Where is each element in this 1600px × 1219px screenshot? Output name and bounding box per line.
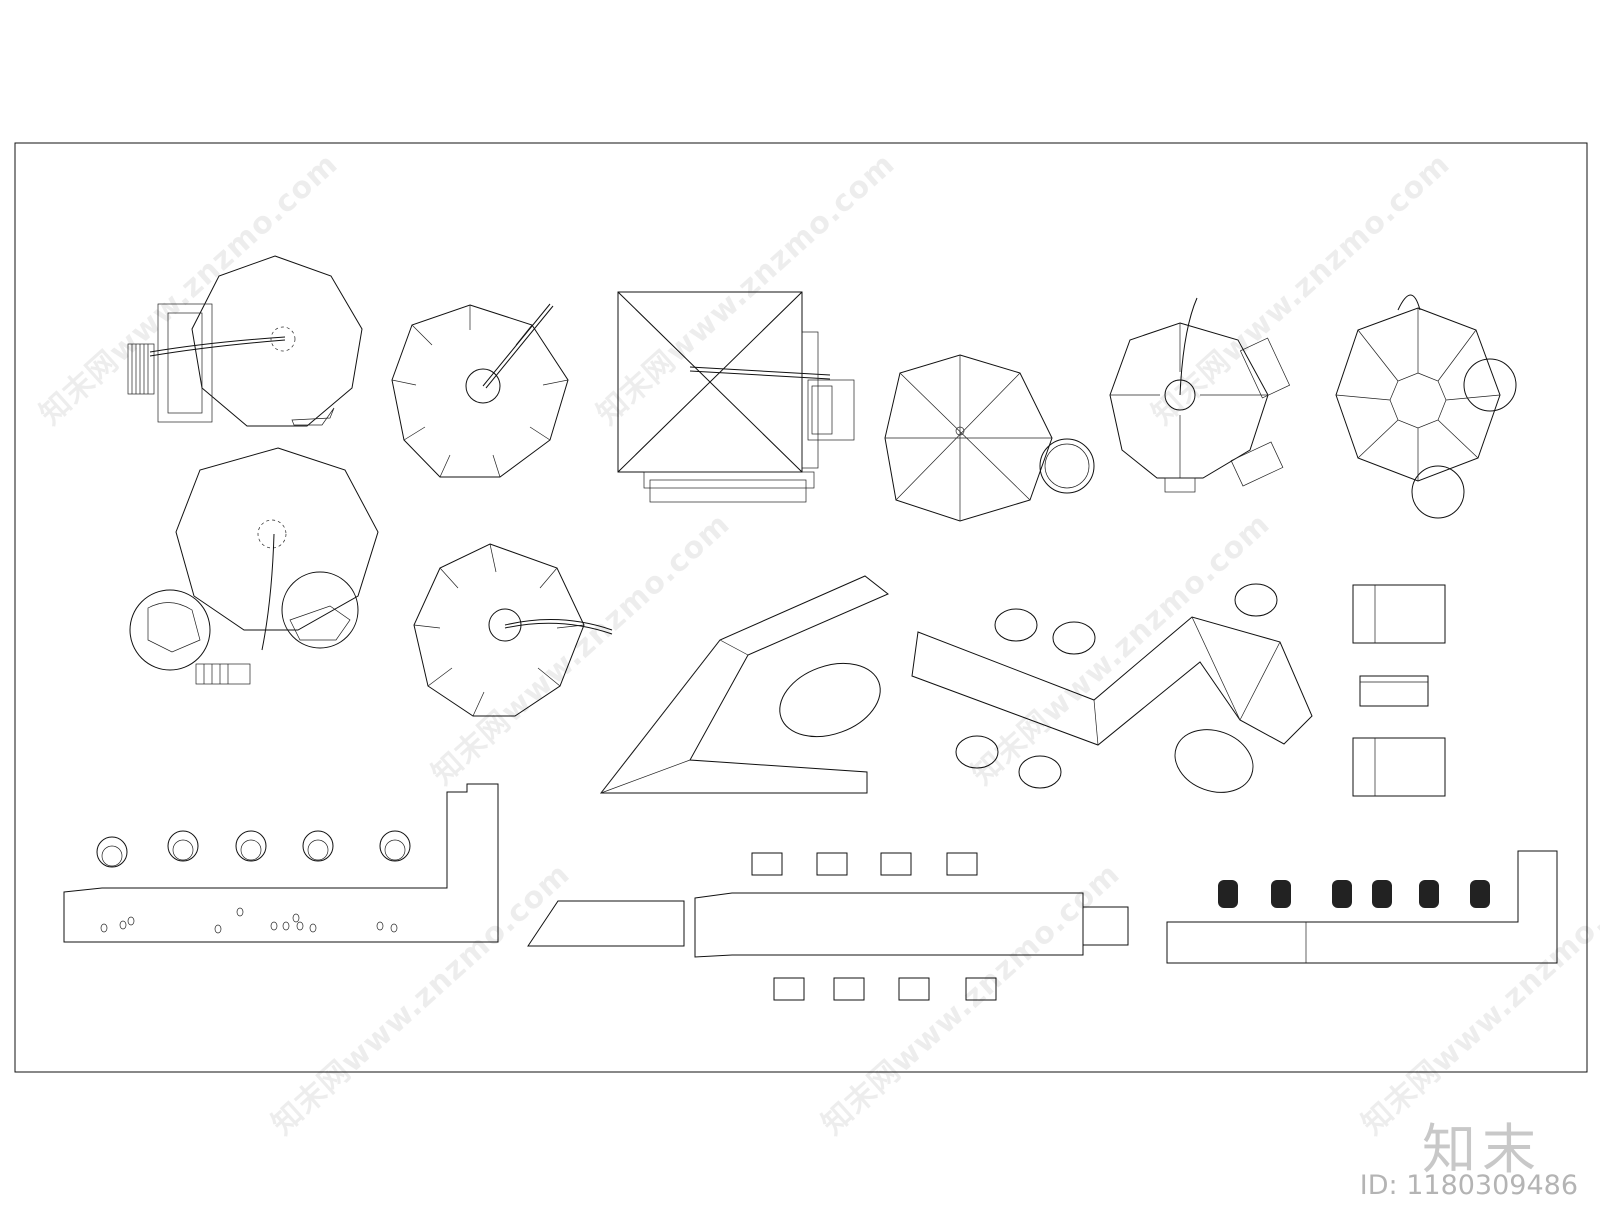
counter-with-rattan-stools	[1166, 850, 1558, 964]
angled-bench-with-oval	[599, 575, 889, 794]
umbrella-with-egg-chairs	[129, 447, 379, 685]
octagon-umbrella	[391, 303, 569, 478]
brand-logo: 知末	[1422, 1118, 1542, 1181]
zigzag-bench-with-stools	[911, 583, 1313, 793]
umbrella-with-deck-chair	[127, 255, 363, 427]
square-parasol-with-cart	[617, 291, 855, 503]
round-umbrella-with-chair	[884, 354, 1095, 522]
image-id-label: ID: 1180309486	[1359, 1170, 1578, 1201]
long-counter-with-stools	[527, 852, 1129, 1001]
drawing-frame	[14, 142, 1588, 1073]
square-seat-group	[1352, 584, 1446, 797]
octagon-umbrella-with-loungers	[1109, 297, 1291, 493]
octagon-umbrella-round-chairs	[1335, 294, 1517, 519]
bar-counter-with-chairs	[63, 783, 499, 943]
octagon-umbrella-small	[413, 543, 613, 717]
